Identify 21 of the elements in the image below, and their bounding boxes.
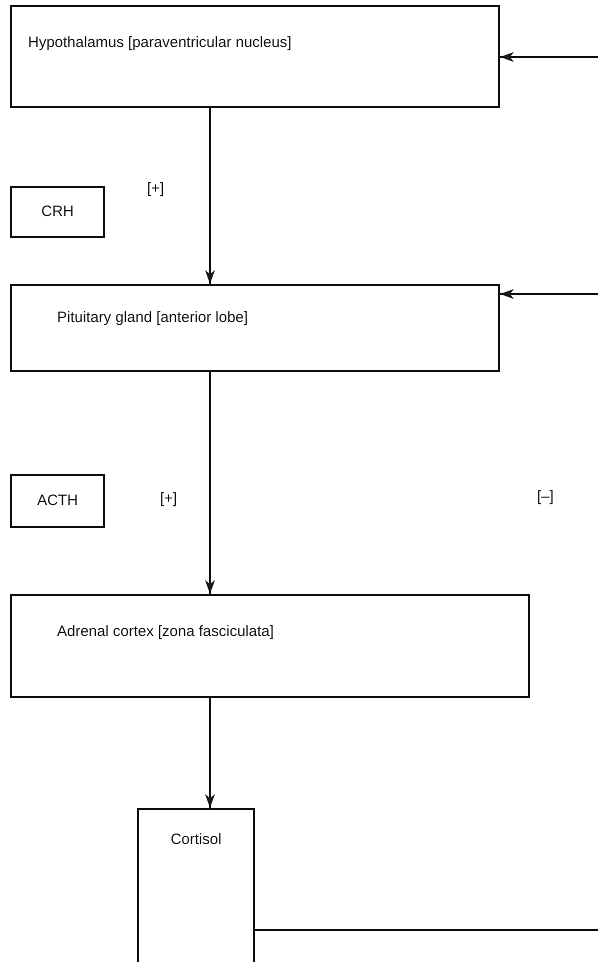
node-label: Hypothalamus [paraventricular nucleus] <box>28 33 292 53</box>
arrow <box>205 698 215 808</box>
arrow <box>205 372 215 594</box>
sign-label: [+] <box>160 490 178 507</box>
node-label: ACTH <box>36 490 79 510</box>
node-label: Pituitary gland [anterior lobe] <box>57 308 249 328</box>
sign-label: [–] <box>537 488 554 505</box>
hormone-box <box>10 186 105 238</box>
hormone-box <box>10 474 105 528</box>
process-box <box>10 5 500 108</box>
hormone-box <box>137 808 255 962</box>
process-box <box>10 594 530 698</box>
arrow <box>205 108 215 284</box>
process-box <box>10 284 500 372</box>
node-label: CRH <box>40 202 75 222</box>
connector-line <box>255 929 598 931</box>
arrow <box>500 52 598 62</box>
sign-label: [+] <box>147 180 164 197</box>
arrow <box>500 289 598 299</box>
node-label: Cortisol <box>170 830 222 850</box>
node-label: Adrenal cortex [zona fasciculata] <box>57 622 275 642</box>
